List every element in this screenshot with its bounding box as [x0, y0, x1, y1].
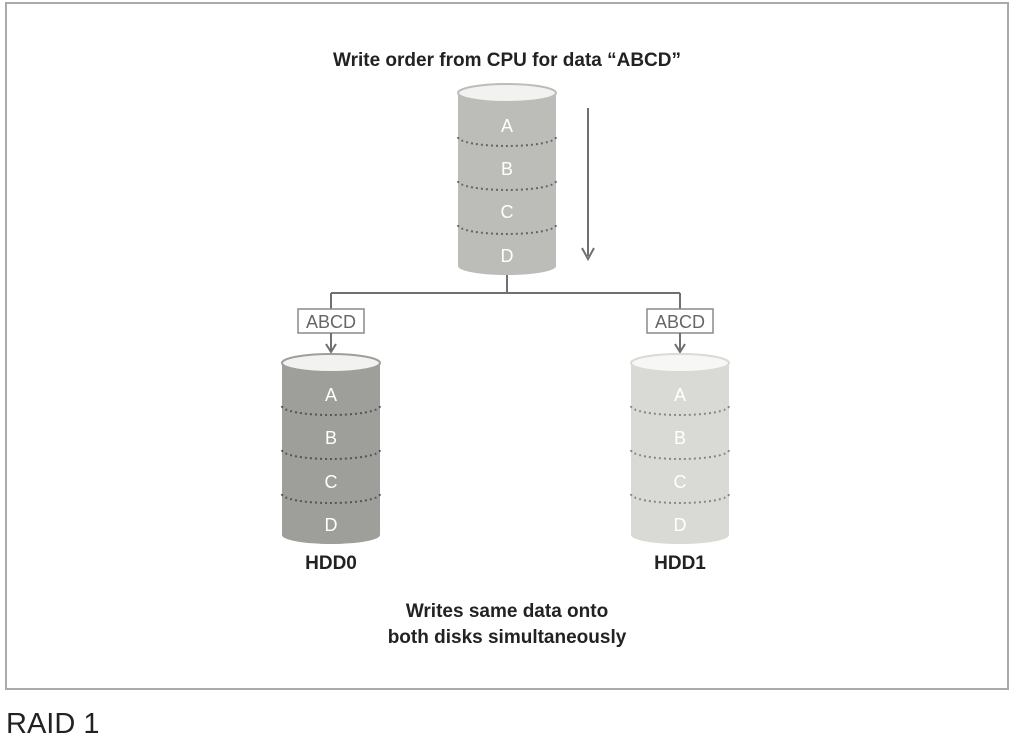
source-block-label: A — [501, 116, 513, 136]
note-line-1: Writes same data onto — [406, 601, 608, 622]
diagram-title: Write order from CPU for data “ABCD” — [333, 50, 681, 71]
hdd0-packet-label: ABCD — [306, 312, 356, 332]
hdd0-block-label: B — [325, 428, 337, 448]
source-disk-body — [458, 93, 556, 275]
hdd1-disk-top — [630, 353, 730, 373]
write-order-arrow-icon — [581, 108, 595, 262]
source-disk-icon: A B C D — [457, 83, 557, 275]
source-disk-top — [457, 83, 557, 103]
source-block-label: D — [501, 246, 514, 266]
figure-caption: RAID 1 — [6, 708, 100, 740]
hdd1-block-label: B — [674, 428, 686, 448]
hdd1-block-label: D — [674, 515, 687, 535]
hdd0-block-label: A — [325, 385, 337, 405]
source-disk-divider — [457, 180, 557, 191]
hdd1-packet-label: ABCD — [655, 312, 705, 332]
hdd0-label: HDD0 — [305, 553, 357, 574]
source-disk-divider — [457, 136, 557, 147]
hdd0-block-label: D — [325, 515, 338, 535]
hdd1-label: HDD1 — [654, 553, 706, 574]
hdd1-block-label: A — [674, 385, 686, 405]
note-line-2: both disks simultaneously — [388, 627, 627, 648]
branch-connector — [330, 275, 681, 309]
hdd0-disk-icon: A B C D — [281, 353, 381, 544]
diagram-frame — [5, 2, 1009, 690]
source-block-label: B — [501, 159, 513, 179]
hdd0-block-label: C — [325, 472, 338, 492]
source-block-label: C — [501, 202, 514, 222]
hdd0-disk-body — [282, 363, 380, 544]
hdd1-data-packet: ABCD — [646, 308, 714, 354]
hdd1-disk-icon: A B C D — [630, 353, 730, 544]
hdd1-block-label: C — [674, 472, 687, 492]
hdd0-disk-top — [281, 353, 381, 373]
hdd0-data-packet: ABCD — [297, 308, 365, 354]
source-disk-divider — [457, 224, 557, 235]
hdd1-disk-body — [631, 363, 729, 544]
